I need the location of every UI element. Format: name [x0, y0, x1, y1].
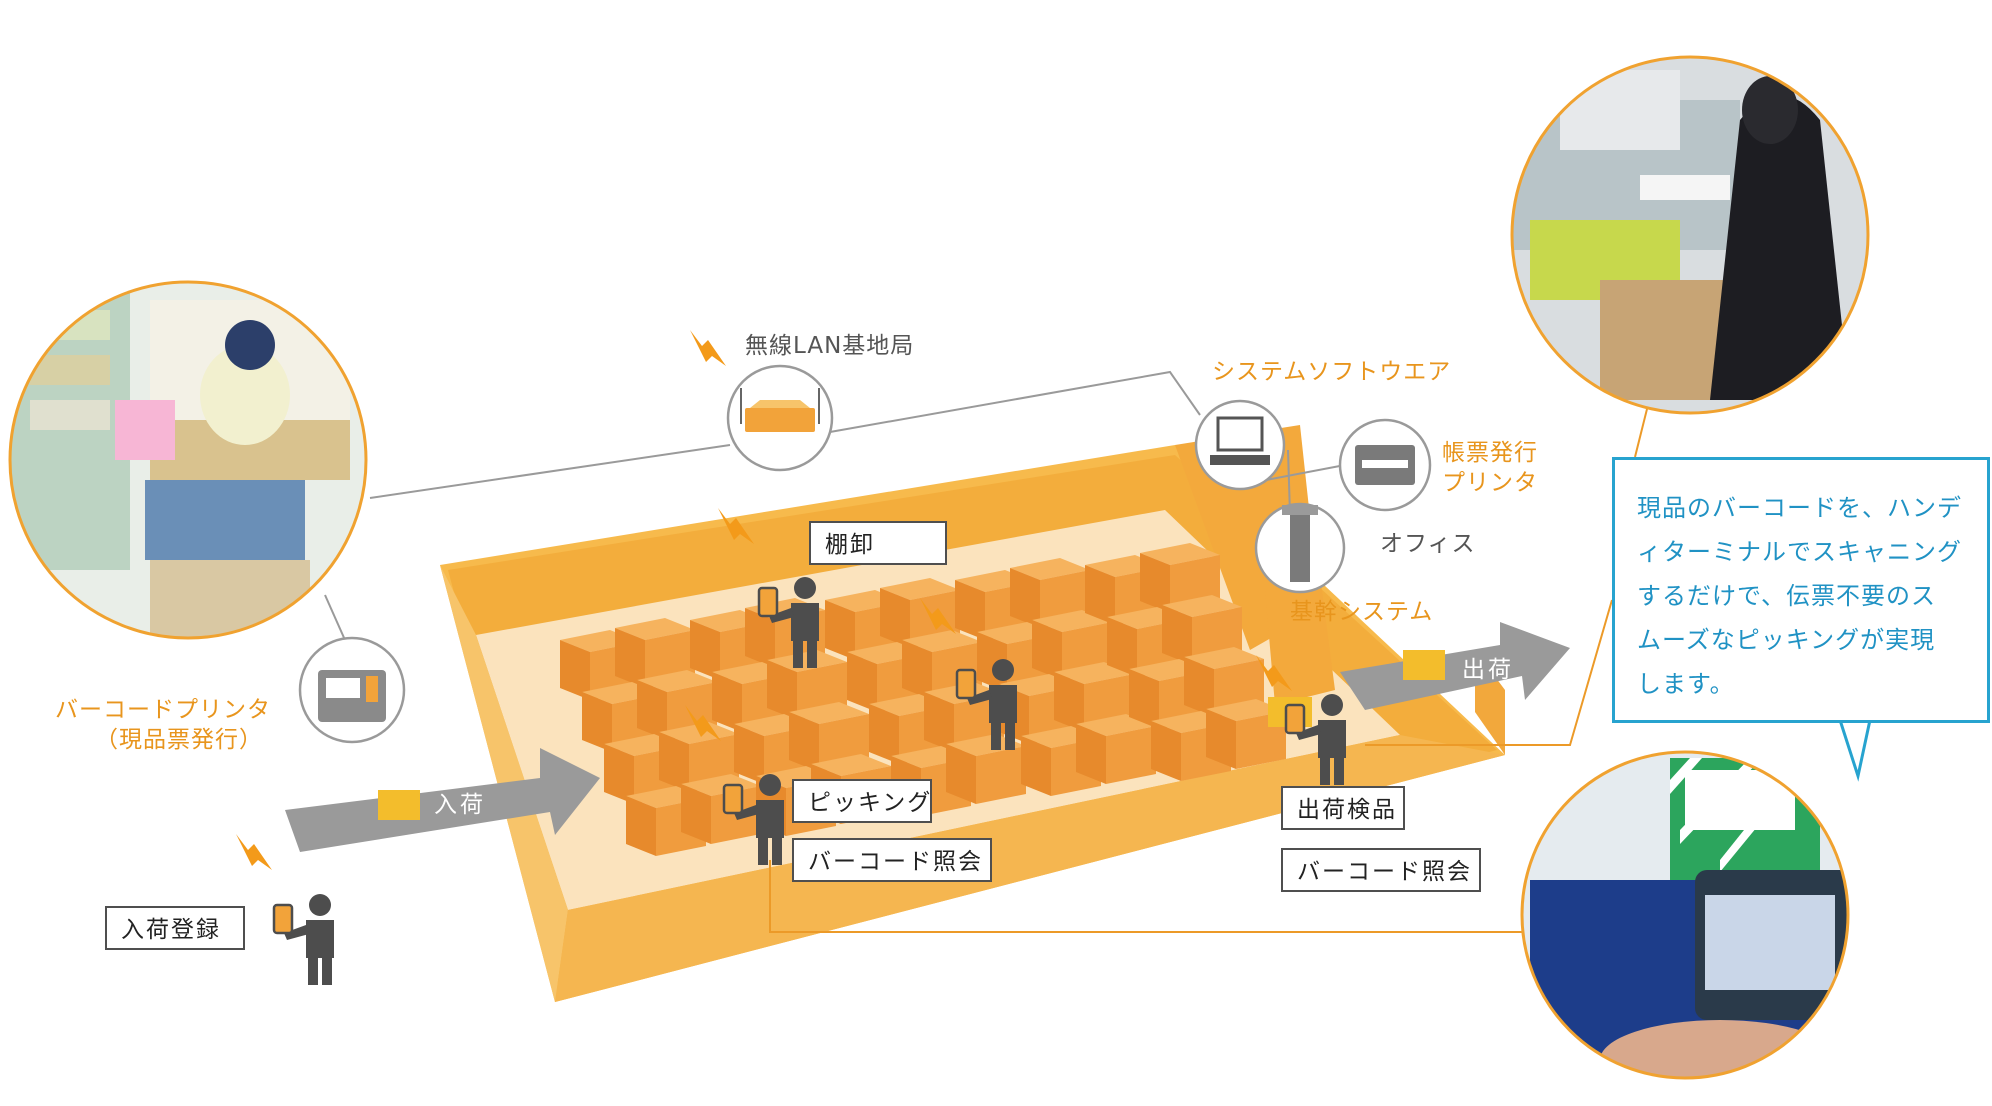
form-printer-node [1338, 418, 1432, 512]
shipping-inspection-box: 出荷検品 [1281, 786, 1405, 830]
workers [272, 577, 1346, 985]
lightning-bolts [236, 330, 1292, 870]
form-printer-label-1: 帳票発行 [1442, 440, 1538, 466]
core-system-label: 基幹システム [1290, 599, 1434, 625]
callout-tail [1837, 714, 1872, 782]
cargo-box [1054, 662, 1134, 732]
form-printer-label-2: プリンタ [1442, 470, 1538, 496]
office-room [1175, 425, 1335, 705]
core-system-node [1254, 502, 1346, 594]
cargo-box [1162, 595, 1242, 665]
photo-handheld-scan [1520, 750, 1850, 1080]
worker-icon [272, 894, 334, 985]
worker-icon [955, 659, 1017, 750]
outbound-arrow [1340, 622, 1570, 710]
barcode-printer-label-2: （現品票発行） [95, 727, 263, 753]
barcode-printer-label-1: バーコードプリンタ [55, 697, 271, 723]
barcode-lookup-box-1: バーコード照会 [792, 838, 992, 882]
callout-box: 現品のバーコードを、ハンデ ィターミナルでスキャニング するだけで、伝票不要のス… [1612, 457, 1990, 723]
inbound-arrow-label: 入荷 [434, 792, 486, 818]
inventory-box: 棚卸 [809, 521, 947, 565]
wireless-lan-node [726, 364, 834, 472]
photo-worker-cart [8, 280, 368, 640]
worker-icon [722, 774, 784, 865]
cargo-box [1010, 558, 1090, 628]
system-software-node [1194, 399, 1286, 491]
photo-worker-station [1510, 55, 1870, 415]
cargo-box [615, 618, 695, 688]
worker-icon [757, 577, 819, 668]
cargo-box [789, 702, 869, 772]
receiving-registration-box: 入荷登録 [105, 906, 245, 950]
wireless-lan-label: 無線LAN基地局 [745, 333, 915, 359]
barcode-lookup-box-2: バーコード照会 [1281, 848, 1481, 892]
callout-line: 現品のバーコードを、ハンデ [1637, 494, 1962, 522]
system-software-label: システムソフトウエア [1212, 359, 1452, 385]
cargo-box [1076, 714, 1156, 784]
callout-line: ムーズなピッキングが実現 [1637, 626, 1936, 654]
outbound-arrow-label: 出荷 [1462, 657, 1514, 683]
callout-line: します。 [1637, 670, 1735, 698]
inbound-arrow [285, 748, 600, 852]
barcode-printer-node [298, 636, 406, 744]
office-label: オフィス [1380, 531, 1476, 557]
picking-box: ピッキング [792, 779, 932, 823]
callout-line: するだけで、伝票不要のス [1637, 582, 1937, 610]
worker-icon [1284, 694, 1346, 785]
callout-line: ィターミナルでスキャニング [1637, 538, 1962, 566]
